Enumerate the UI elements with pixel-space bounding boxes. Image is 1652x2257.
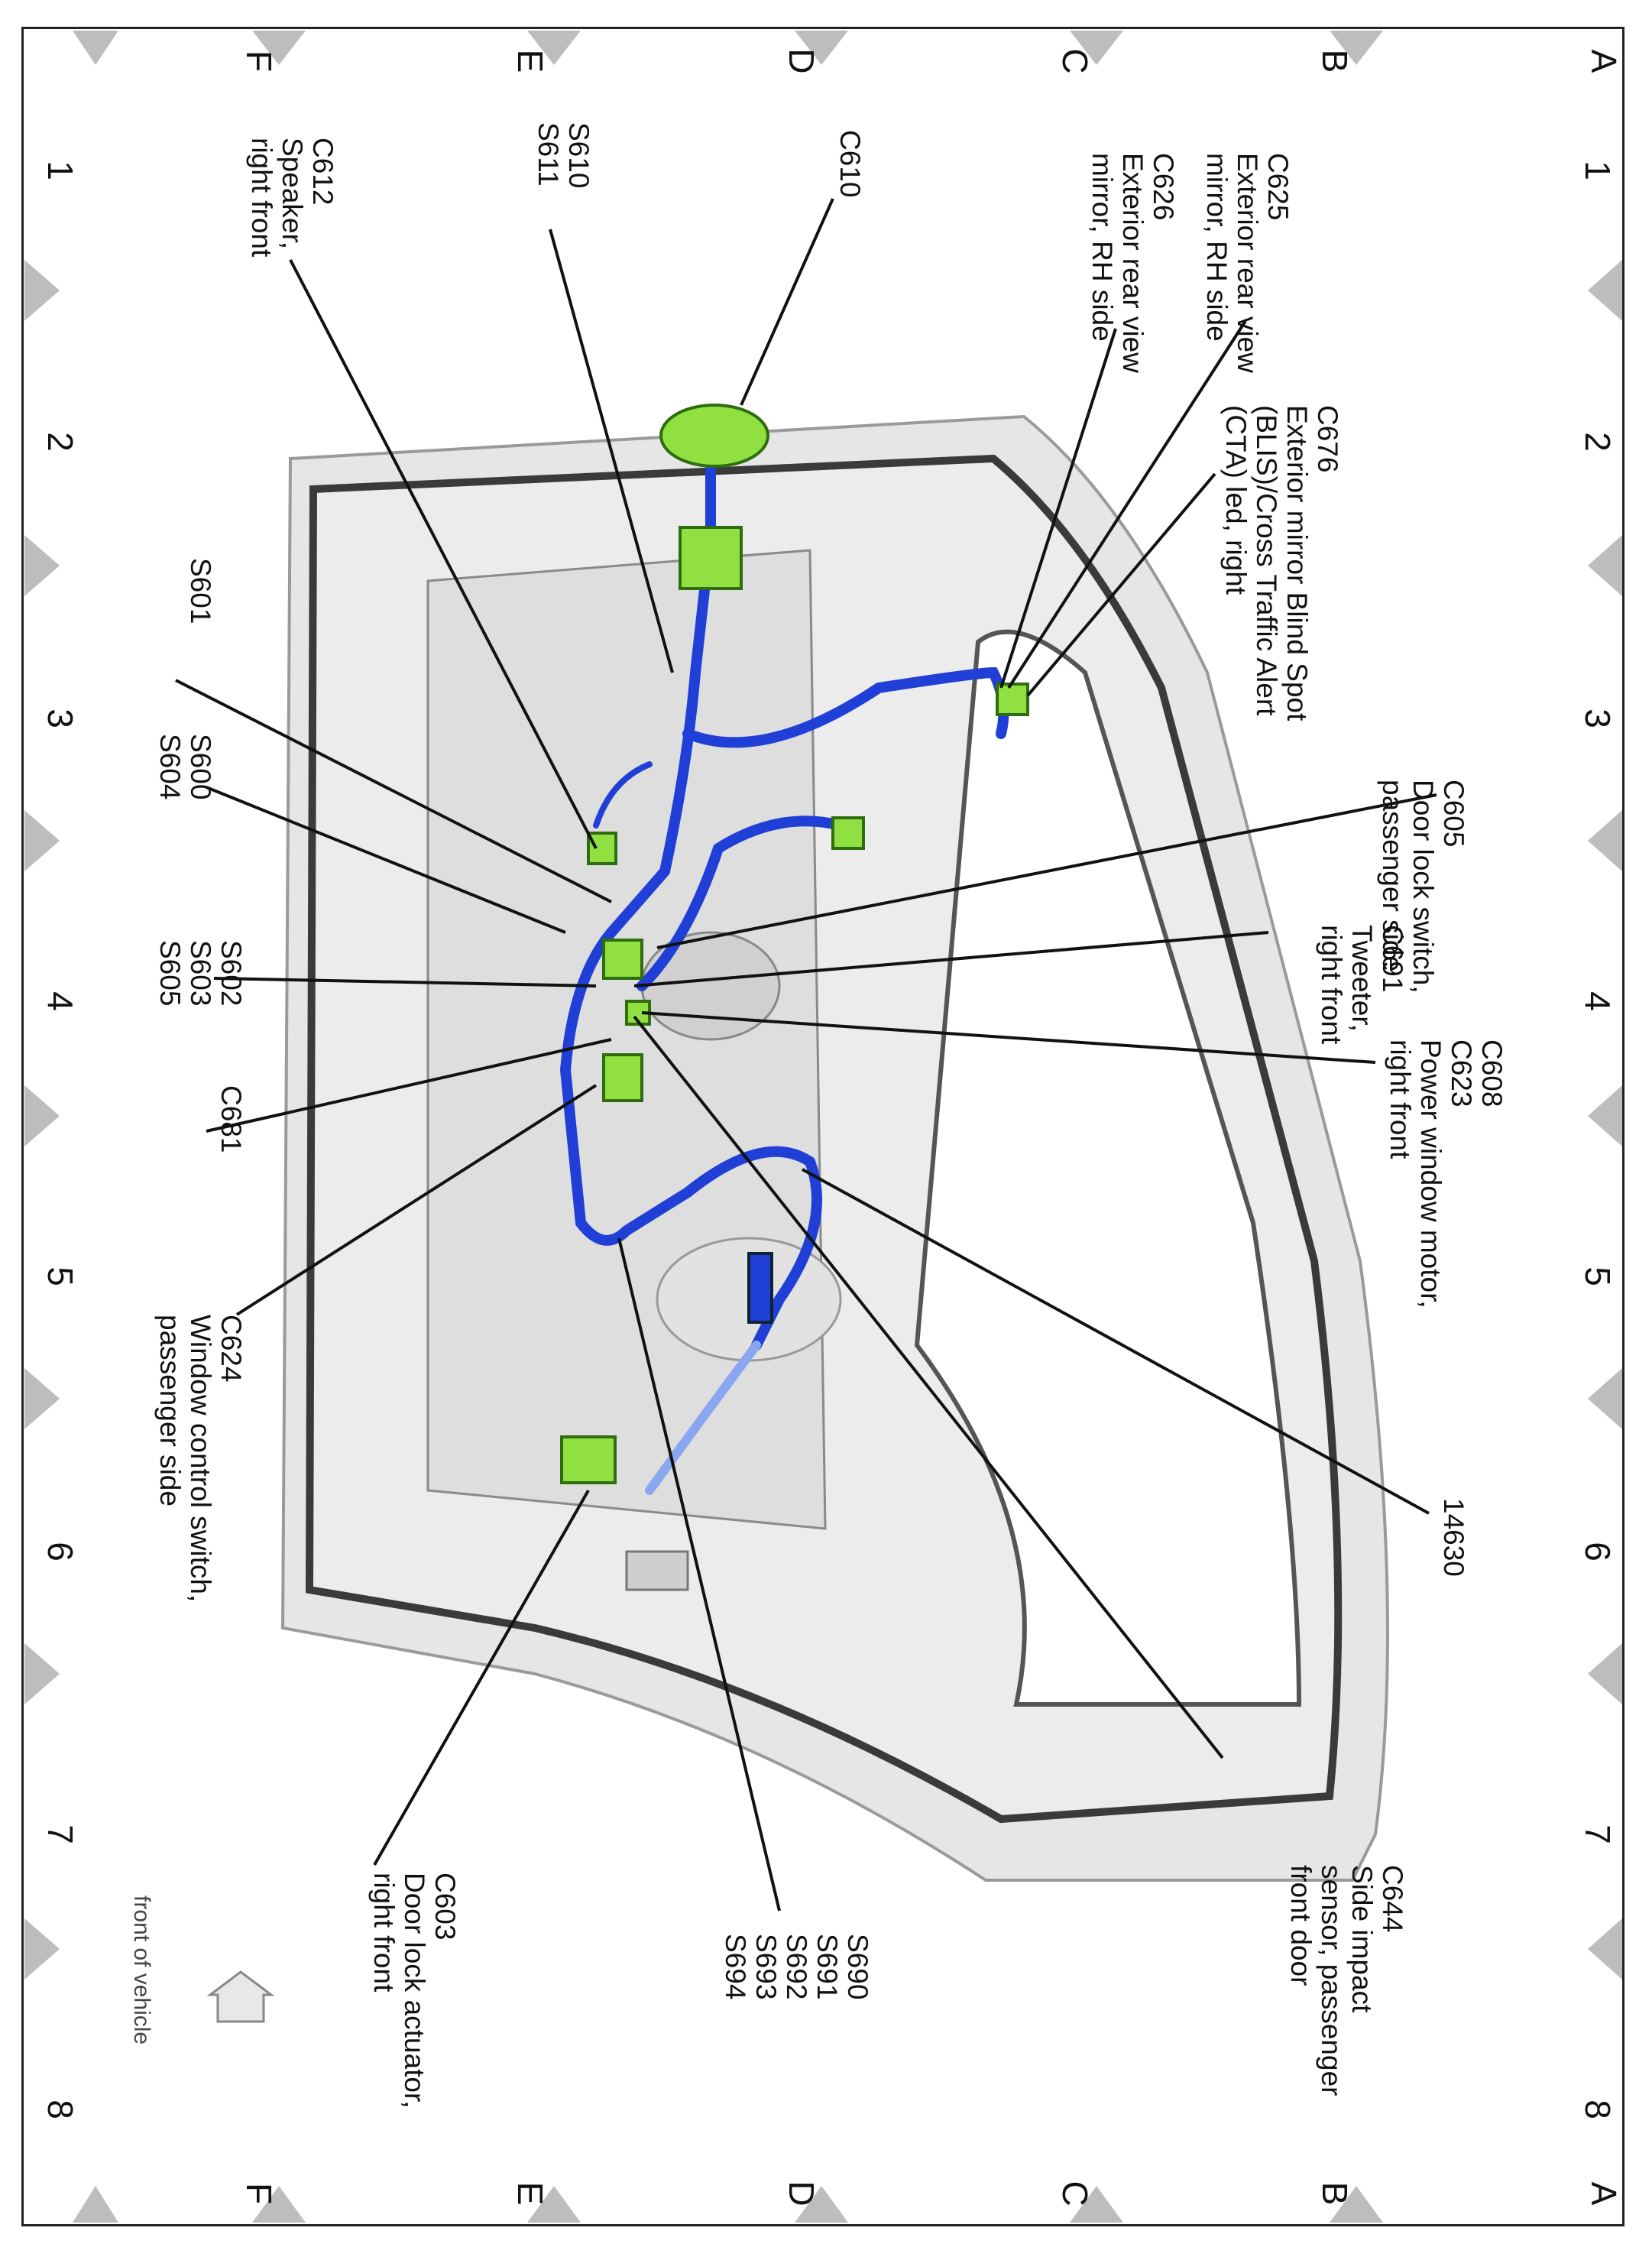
label-c676: C676 Exterior mirror Blind Spot (BLIS)/C… [1220,405,1343,722]
grid-col-1-bottom: 1 [40,161,80,180]
grid-row-a-left: A [1584,49,1624,73]
connector-c691 [831,816,865,850]
grid-col-4-top: 4 [1578,991,1618,1011]
connectors [560,404,1029,1484]
grid-col-3-top: 3 [1578,709,1618,728]
grid-row-c-left: C [1055,48,1095,74]
leader-lines [175,198,1437,1912]
connector-c603 [560,1435,617,1484]
grid-col-8-bottom: 8 [40,2100,80,2119]
grid-col-3-bottom: 3 [40,709,80,728]
grid-col-5-top: 5 [1578,1266,1618,1286]
grid-markers [24,31,1622,2223]
grid-col-7-top: 7 [1578,1824,1618,1844]
label-14630: 14630 [1438,1498,1469,1577]
grid-col-6-top: 6 [1578,1542,1618,1561]
label-c624: C624 Window control switch, passenger si… [154,1315,247,1603]
wiring-harness [559,430,1009,1495]
grid-row-d-right: D [782,2181,821,2207]
grid-row-c-right: C [1055,2181,1095,2207]
grid-col-6-bottom: 6 [40,1542,80,1561]
grid-row-f-left: F [239,50,279,73]
grid-col-4-bottom: 4 [40,991,80,1011]
label-c681: C681 [215,1085,247,1153]
label-c603: C603 Door lock actuator, right front [368,1873,461,2109]
label-s602: S602 S603 S605 [154,940,247,1007]
diagram-frame [21,27,1624,2226]
label-s610: S610 S611 [533,122,594,189]
label-c625: C625 Exterior rear view mirror, RH side [1201,153,1294,373]
grid-col-7-bottom: 7 [40,1824,80,1844]
grid-col-2-top: 2 [1578,432,1618,452]
grid-col-1-top: 1 [1578,161,1618,180]
label-c610: C610 [834,130,866,198]
label-c608: C608 C623 Power window motor, right fron… [1385,1039,1508,1308]
label-s601: S601 [185,558,216,624]
label-s690: S690 S691 S692 S693 S694 [720,1934,873,2000]
front-of-vehicle-arrow [206,1970,275,2023]
label-c691: C691 Tweeter, right front [1316,925,1408,1045]
grid-col-2-bottom: 2 [40,432,80,452]
grid-row-b-right: B [1315,2181,1355,2206]
grid-row-f-right: F [239,2182,279,2205]
connector-c644 [747,1252,773,1324]
connector-c624 [602,1053,643,1102]
connector-c605 [602,939,643,980]
label-s600: S600 S604 [154,734,216,800]
connector-c612 [587,832,617,865]
grid-col-5-bottom: 5 [40,1266,80,1286]
grid-row-e-left: E [510,49,550,73]
label-c626: C626 Exterior rear view mirror, RH side [1087,153,1179,373]
grid-col-8-top: 8 [1578,2100,1618,2119]
grid-row-e-right: E [510,2181,550,2206]
grid-row-a-right: A [1584,2181,1624,2206]
label-c612: C612 Speaker, right front [246,138,338,258]
grid-row-d-left: D [782,48,821,74]
front-of-vehicle-label: front of vehicle [129,1895,154,2045]
connector-c610 [659,404,769,468]
grid-row-b-left: B [1315,49,1355,73]
label-c644: C644 Side impact sensor, passenger front… [1285,1865,1408,2096]
connector-inline [679,526,743,590]
